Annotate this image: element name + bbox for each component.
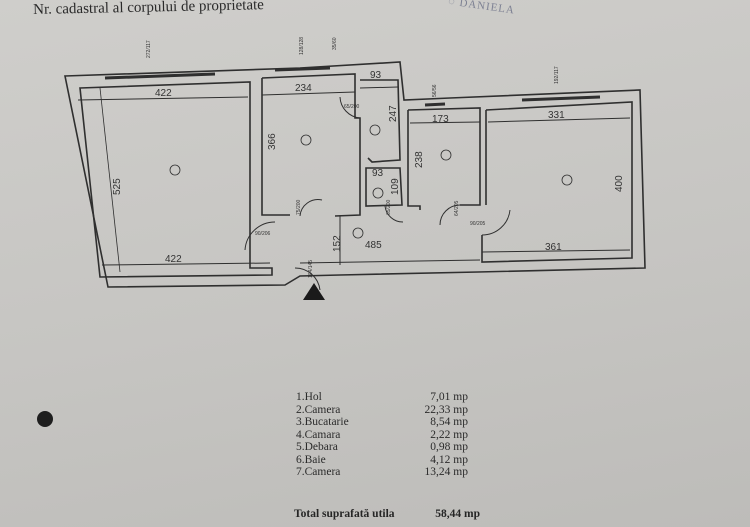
svg-text:90/206: 90/206 xyxy=(255,231,271,237)
punch-hole xyxy=(37,411,53,427)
svg-text:56/56: 56/56 xyxy=(432,84,438,97)
svg-text:64/205: 64/205 xyxy=(454,200,460,216)
dim: 485 xyxy=(365,240,382,251)
dim: 525 xyxy=(112,178,123,195)
dim: 93 xyxy=(370,70,382,81)
dim: 400 xyxy=(614,175,625,192)
svg-text:90/205: 90/205 xyxy=(470,221,486,227)
entrance-arrow-icon xyxy=(303,283,325,300)
room-markers xyxy=(169,124,573,239)
svg-text:272/117: 272/117 xyxy=(146,40,152,58)
dim: 238 xyxy=(414,151,425,168)
outer-wall xyxy=(64,61,646,288)
room-5-wall xyxy=(365,167,403,207)
svg-text:65/200: 65/200 xyxy=(344,104,360,110)
dim: 422 xyxy=(165,254,182,265)
windows xyxy=(104,66,601,107)
svg-text:35/60: 35/60 xyxy=(332,37,338,50)
svg-text:104/145: 104/145 xyxy=(308,260,314,278)
inner-wall xyxy=(79,81,273,278)
door-swings xyxy=(244,96,511,291)
dim: 173 xyxy=(432,114,449,125)
svg-text:65/200: 65/200 xyxy=(386,199,392,215)
room-6-wall xyxy=(407,107,481,210)
dim: 247 xyxy=(388,105,399,122)
dim: 361 xyxy=(545,242,562,253)
dim: 152 xyxy=(332,235,343,252)
svg-text:192/117: 192/117 xyxy=(554,66,560,84)
room-4-wall xyxy=(360,79,401,163)
dim: 422 xyxy=(155,88,172,99)
dim: 93 xyxy=(372,168,384,179)
room-7-wall xyxy=(481,101,633,263)
dim: 234 xyxy=(295,83,312,94)
dim: 366 xyxy=(267,133,278,150)
dim: 331 xyxy=(548,110,565,121)
svg-text:75/200: 75/200 xyxy=(296,199,302,215)
svg-text:128/128: 128/128 xyxy=(299,37,305,55)
dim: 109 xyxy=(390,178,401,195)
